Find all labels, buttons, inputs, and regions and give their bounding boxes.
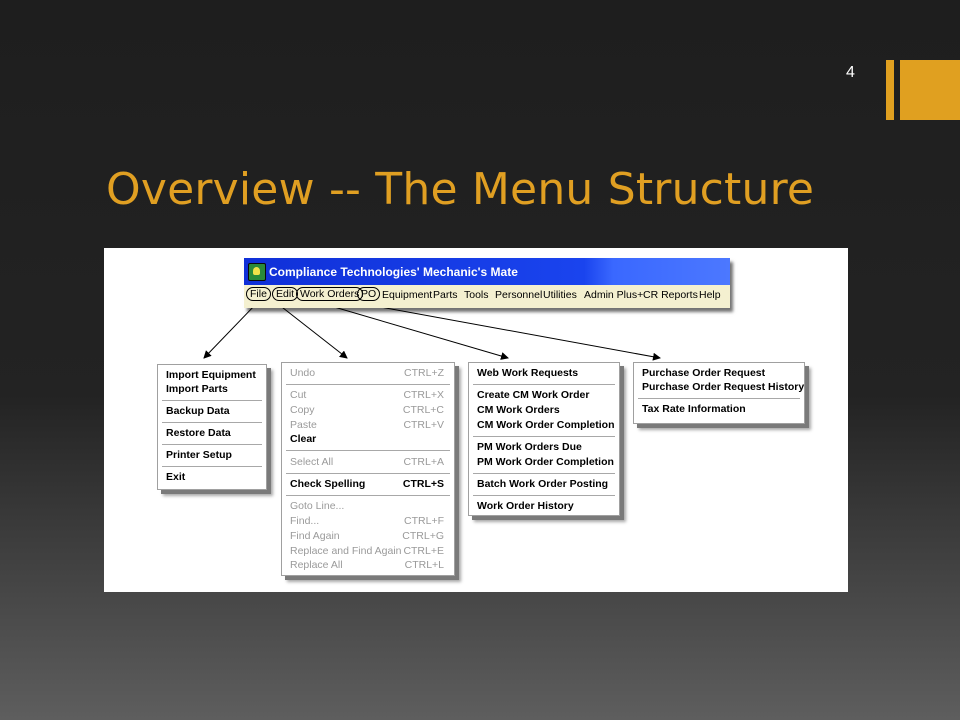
menu-file[interactable]: File [246,287,271,301]
menu-separator [286,495,450,497]
menu-item-purchase-order-request[interactable]: Purchase Order Request [642,367,766,379]
app-icon [248,263,266,281]
menu-po[interactable]: PO [357,287,381,301]
menu-personnel[interactable]: Personnel [495,289,543,301]
menu-utilities[interactable]: Utilities [543,289,577,301]
menu-separator [638,398,800,400]
po-menu: Purchase Order Request Purchase Order Re… [633,362,805,424]
menu-item-purchase-order-request-history[interactable]: Purchase Order Request History [642,381,805,393]
menu-separator [162,466,262,468]
menu-tools[interactable]: Tools [464,289,489,301]
menu-item-goto-line: Goto Line... [290,500,345,512]
menu-admin-plus[interactable]: Admin Plus+ [584,289,644,301]
menu-separator [473,495,615,497]
accent-bar-thin [886,60,894,120]
menu-item-cm-work-orders[interactable]: CM Work Orders [477,404,560,416]
file-menu: Import Equipment Import Parts Backup Dat… [157,364,267,490]
arrow-file [203,303,257,359]
menu-item-batch-work-order-posting[interactable]: Batch Work Order Posting [477,478,609,490]
menu-item-web-work-requests[interactable]: Web Work Requests [477,367,579,379]
menu-edit[interactable]: Edit [272,287,299,301]
menu-cr-reports[interactable]: CR Reports [643,289,698,301]
menu-item-create-cm-work-order[interactable]: Create CM Work Order [477,389,590,401]
menu-item-tax-rate-information[interactable]: Tax Rate Information [642,403,746,415]
menu-item-work-order-history[interactable]: Work Order History [477,500,574,512]
work-orders-menu: Web Work Requests Create CM Work Order C… [468,362,620,516]
menu-parts[interactable]: Parts [433,289,458,301]
menu-separator [286,450,450,452]
menu-screenshot: Compliance Technologies' Mechanic's Mate… [104,248,848,592]
menu-separator [473,473,615,475]
slide-title: Overview -- The Menu Structure [106,164,815,215]
menu-work-orders[interactable]: Work Orders [296,287,364,301]
menu-separator [473,384,615,386]
menu-item-exit[interactable]: Exit [166,471,186,483]
menu-item-find: Find...CTRL+F [290,515,444,527]
menu-item-backup-data[interactable]: Backup Data [166,405,230,417]
menu-separator [162,444,262,446]
accent-bar-wide [900,60,960,120]
title-bar: Compliance Technologies' Mechanic's Mate [244,258,730,285]
menu-item-import-equipment[interactable]: Import Equipment [166,369,256,381]
menu-item-clear[interactable]: Clear [290,433,317,445]
menu-separator [162,400,262,402]
menu-help[interactable]: Help [699,289,721,301]
menu-item-import-parts[interactable]: Import Parts [166,383,228,395]
menu-equipment[interactable]: Equipment [382,289,433,301]
menu-item-restore-data[interactable]: Restore Data [166,427,231,439]
menu-separator [286,473,450,475]
menu-item-printer-setup[interactable]: Printer Setup [166,449,232,461]
app-window: Compliance Technologies' Mechanic's Mate… [244,258,730,308]
menu-arrows [203,303,661,361]
slide-number: 4 [846,64,855,81]
menu-item-cm-work-order-completion[interactable]: CM Work Order Completion [477,419,615,431]
arrow-edit [277,303,348,359]
arrow-work-orders [323,303,509,360]
menu-separator [162,422,262,424]
menu-item-pm-work-order-completion[interactable]: PM Work Order Completion [477,456,614,468]
menu-bar: File Edit Work Orders PO Equipment Parts… [244,285,730,308]
menu-item-pm-work-orders-due[interactable]: PM Work Orders Due [477,441,582,453]
menu-separator [286,384,450,386]
window-title: Compliance Technologies' Mechanic's Mate [269,265,518,279]
arrow-po [363,303,661,361]
menu-separator [473,436,615,438]
